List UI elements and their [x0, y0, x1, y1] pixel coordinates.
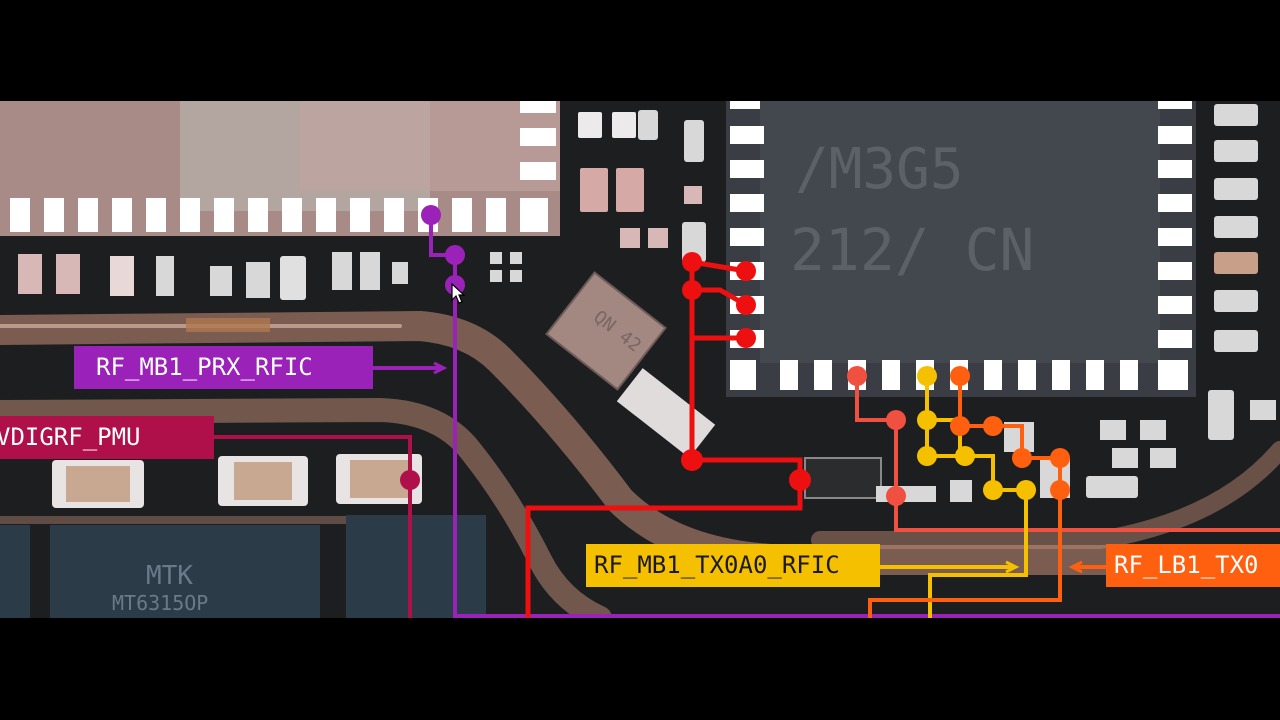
label-rf-lb1-tx0-text: RF_LB1_TX0 [1114, 551, 1259, 579]
label-rf-lb1-tx0: RF_LB1_TX0 [1106, 544, 1280, 587]
trace-rf-mb1-prx [373, 215, 1280, 618]
label-rf-mb1-prx: RF_MB1_PRX_RFIC [74, 346, 373, 389]
purple-test-points [421, 205, 465, 295]
salmon-test-points [847, 366, 906, 506]
top-left-chip [0, 101, 560, 236]
yellow-test-points [917, 366, 1036, 500]
label-vdigrf-pmu: VDIGRF_PMU [0, 416, 214, 459]
orange-test-points [950, 366, 1070, 500]
label-vdigrf-pmu-text: VDIGRF_PMU [0, 423, 141, 451]
trace-vdigrf-pmu [214, 435, 420, 618]
copper-pad [186, 318, 270, 332]
label-rf-mb1-prx-text: RF_MB1_PRX_RFIC [96, 353, 313, 381]
small-rf-chip: QN 42 [545, 271, 667, 391]
label-rf-mb1-tx0a0: RF_MB1_TX0A0_RFIC [586, 544, 880, 587]
soc-marking-line2: 212/ CN [790, 216, 1034, 284]
red-test-points [681, 252, 811, 491]
soc-marking-line1: /M3G5 [795, 137, 964, 202]
pmu-model-marking: MT6315OP [112, 591, 208, 615]
pmu-chip: MTK MT6315OP [0, 515, 486, 618]
trace-rf-lb1-tx0 [868, 376, 1106, 618]
pmu-brand-marking: MTK [146, 561, 193, 591]
main-soc-chip: /M3G5 212/ CN [726, 101, 1196, 397]
mouse-pointer-icon [451, 282, 466, 304]
label-rf-mb1-tx0a0-text: RF_MB1_TX0A0_RFIC [594, 551, 840, 579]
